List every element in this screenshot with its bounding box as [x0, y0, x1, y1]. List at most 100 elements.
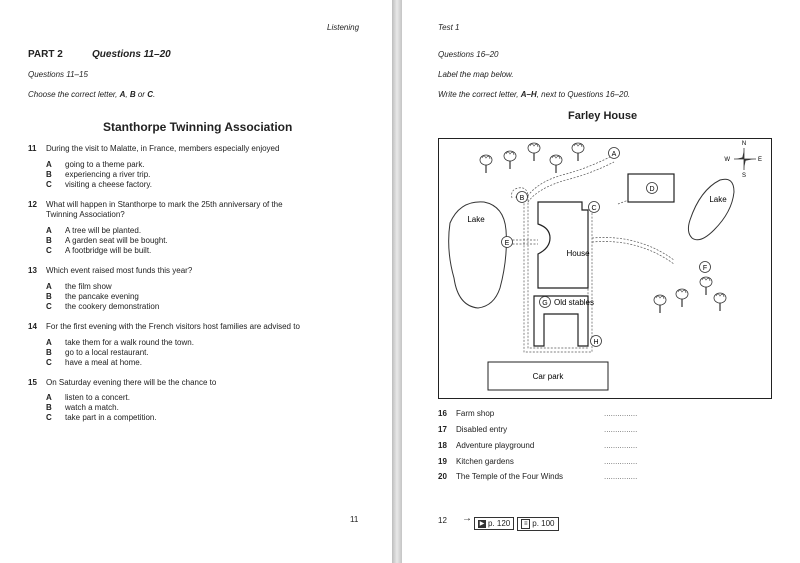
option-letter: A [46, 160, 52, 169]
answer-blank[interactable]: ............... [604, 457, 638, 466]
option-letter: B [46, 170, 52, 179]
option-text: A garden seat will be bought. [65, 236, 168, 245]
answer-blank[interactable]: ............... [604, 425, 638, 434]
marker-d: D [649, 186, 654, 193]
questions-range: Questions 16–20 [438, 50, 499, 59]
ref-arrow: → [462, 513, 472, 524]
part-label: PART 2 [28, 49, 63, 60]
page-references: ▶p. 120≡p. 100 [474, 513, 562, 531]
question-number: 14 [28, 322, 37, 331]
questions-range: Questions 11–20 [92, 49, 171, 60]
building-d [627, 173, 675, 203]
option-letter: A [46, 282, 52, 291]
question-text: Which event raised most funds this year? [46, 266, 193, 275]
audio-icon: ▶ [478, 519, 486, 528]
option-text: visiting a cheese factory. [65, 180, 153, 189]
answer-number: 20 [438, 472, 447, 481]
question-text: For the first evening with the French vi… [46, 322, 300, 331]
option-letter: B [46, 292, 52, 301]
answer-label: Farm shop [456, 409, 495, 418]
answer-number: 16 [438, 409, 447, 418]
right-page-number: 12 [438, 516, 447, 525]
question-number: 13 [28, 266, 37, 275]
compass-n: N [742, 141, 746, 147]
compass-e: E [758, 157, 762, 163]
option-text: A tree will be planted. [65, 226, 142, 235]
question-number: 11 [28, 144, 37, 153]
map-markers: A B C D E F G H [501, 147, 711, 347]
sub-range: Questions 11–15 [28, 70, 88, 79]
option-letter: B [46, 348, 52, 357]
option-letter: B [46, 236, 52, 245]
answer-label: Disabled entry [456, 425, 508, 434]
marker-e: E [505, 240, 510, 247]
marker-a: A [612, 151, 617, 158]
option-text: watch a match. [65, 403, 119, 412]
section-title: Stanthorpe Twinning Association [103, 120, 293, 134]
stables-label: Old stables [554, 298, 594, 307]
option-text: experiencing a river trip. [65, 170, 151, 179]
option-letter: B [46, 403, 52, 412]
car-park-outline [487, 361, 609, 391]
option-letter: C [46, 358, 52, 367]
compass-s: S [742, 173, 746, 179]
question-number: 15 [28, 378, 37, 387]
option-letter: C [46, 302, 52, 311]
lake-right-label: Lake [709, 195, 727, 204]
option-letter: A [46, 393, 52, 402]
option-letter: C [46, 413, 52, 422]
answer-label: The Temple of the Four Winds [456, 472, 564, 481]
answer-blank[interactable]: ............... [604, 472, 638, 481]
option-letter: A [46, 338, 52, 347]
left-page: Listening PART 2 Questions 11–20 Questio… [0, 0, 392, 563]
write-instruction: Write the correct letter, A–H, next to Q… [438, 90, 631, 99]
left-running-header: Listening [327, 23, 360, 32]
question-text: Twinning Association? [46, 210, 125, 219]
document-icon: ≡ [521, 518, 531, 529]
question-text: What will happen in Stanthorpe to mark t… [46, 200, 283, 209]
answer-number: 17 [438, 425, 447, 434]
compass-icon [734, 148, 756, 170]
question-number: 12 [28, 200, 37, 209]
marker-h: H [593, 339, 598, 346]
question-text: During the visit to Malatte, in France, … [46, 144, 280, 153]
lake-left [448, 201, 507, 309]
answer-number: 18 [438, 441, 447, 450]
house-outline [537, 201, 589, 289]
answer-number: 19 [438, 457, 447, 466]
option-text: the cookery demonstration [65, 302, 160, 311]
choose-instruction: Choose the correct letter, A, B or C. [28, 90, 156, 99]
option-text: go to a local restaurant. [65, 348, 149, 357]
car-park-label: Car park [533, 372, 565, 381]
option-text: have a meal at home. [65, 358, 142, 367]
answer-label: Adventure playground [456, 441, 535, 450]
answer-blank[interactable]: ............... [604, 409, 638, 418]
label-instruction: Label the map below. [438, 70, 514, 79]
compass-w: W [724, 157, 730, 163]
question-text: On Saturday evening there will be the ch… [46, 378, 217, 387]
option-text: take part in a competition. [65, 413, 157, 422]
option-text: going to a theme park. [65, 160, 145, 169]
marker-f: F [703, 265, 707, 272]
left-page-number: 11 [350, 515, 359, 524]
option-text: take them for a walk round the town. [65, 338, 194, 347]
marker-c: C [591, 205, 596, 212]
answer-blank[interactable]: ............... [604, 441, 638, 450]
option-text: the pancake evening [65, 292, 139, 301]
audio-ref[interactable]: ▶p. 120 [474, 517, 515, 530]
book-gutter [392, 0, 402, 563]
right-running-header: Test 1 [438, 23, 460, 32]
script-ref[interactable]: ≡p. 100 [517, 516, 559, 531]
stables-outline [533, 295, 589, 347]
marker-g: G [542, 300, 547, 307]
option-text: the film show [65, 282, 112, 291]
house-label: House [566, 249, 590, 258]
option-letter: C [46, 180, 52, 189]
lake-left-label: Lake [467, 215, 485, 224]
option-letter: C [46, 246, 52, 255]
answer-label: Kitchen gardens [456, 457, 514, 466]
lake-right [687, 178, 735, 241]
map-title: Farley House [568, 110, 638, 122]
marker-b: B [520, 195, 525, 202]
farley-house-map: N S W E Lake Lake House Old stables Car … [438, 138, 772, 399]
